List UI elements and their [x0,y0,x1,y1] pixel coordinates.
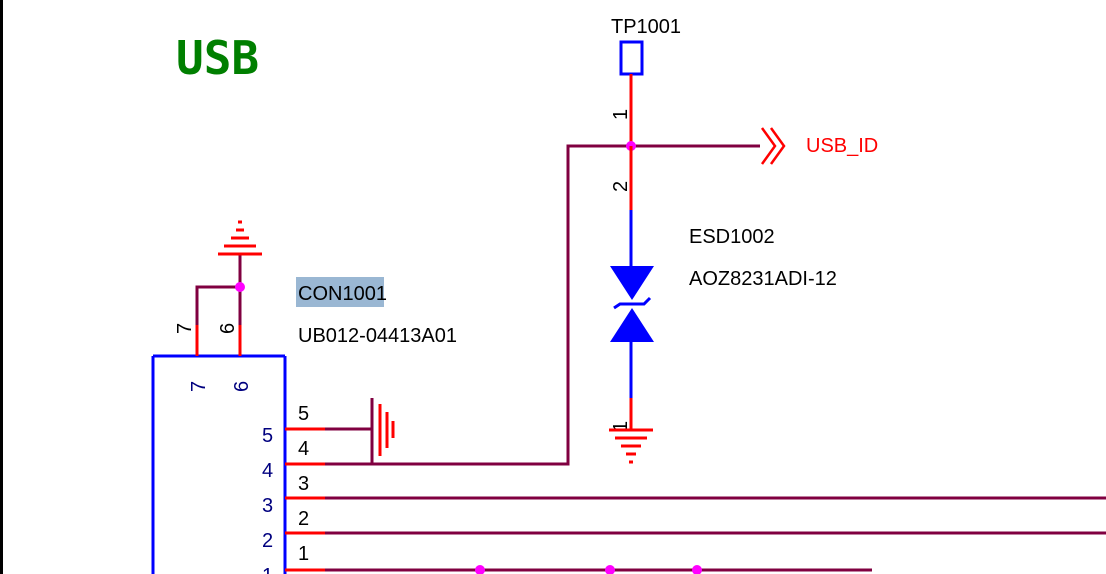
esd-part-number: AOZ8231ADI-12 [689,268,837,290]
junction-dot [692,565,702,574]
refdes-highlight [296,277,384,307]
tvs-icon-upper [610,266,654,300]
section-title: USB [176,31,259,85]
pin-6-label-outer: 6 [217,323,239,334]
connector-part-number: UB012-04413A01 [298,325,457,347]
net-label-usb-id: USB_ID [806,135,878,157]
connector-refdes: CON1001 [298,283,387,305]
net-pin4-usb-id [325,144,760,466]
off-page-connector-icon [760,127,786,165]
junction-dot [235,282,245,292]
tp-pad [619,40,644,76]
pin-7-label-outer: 7 [174,323,196,334]
pin-1-label-inner: 1 [262,565,273,574]
pin-3-label-inner: 3 [262,495,273,517]
nets [325,144,1106,572]
pin-5-label-inner: 5 [262,425,273,447]
tp-pin-number: 1 [610,109,632,120]
pin-2-label-inner: 2 [262,530,273,552]
junction-dot [605,565,615,574]
pin-6-label-inner: 6 [231,381,253,392]
junction-dot [475,565,485,574]
chassis-ground-symbol [370,398,395,464]
esd-pin2-number: 2 [610,181,632,192]
shield-wire [195,254,242,325]
pin-4-number: 4 [298,438,309,460]
pin-4-label-inner: 4 [262,460,273,482]
pin-1-number: 1 [298,543,309,565]
tvs-icon-lower [610,308,654,342]
esd-pin1-number: 1 [610,421,632,432]
pin-2-number: 2 [298,508,309,530]
pin-3-number: 3 [298,473,309,495]
pin-7-label-inner: 7 [188,381,210,392]
connector-con1001: 7 6 7 6 5 4 3 2 1 5 4 3 2 1 CON1001 UB01… [151,220,457,574]
test-point-tp1001: TP1001 1 [610,16,681,146]
tvs-bar [613,296,652,310]
tp-refdes: TP1001 [611,16,681,38]
pin-5-number: 5 [298,403,309,425]
esd-refdes: ESD1002 [689,226,775,248]
ground-symbol-bottom [609,428,653,464]
ground-symbol-top [218,220,262,256]
esd-diode-esd1002: 2 1 ESD1002 AOZ8231ADI-12 [610,146,837,432]
